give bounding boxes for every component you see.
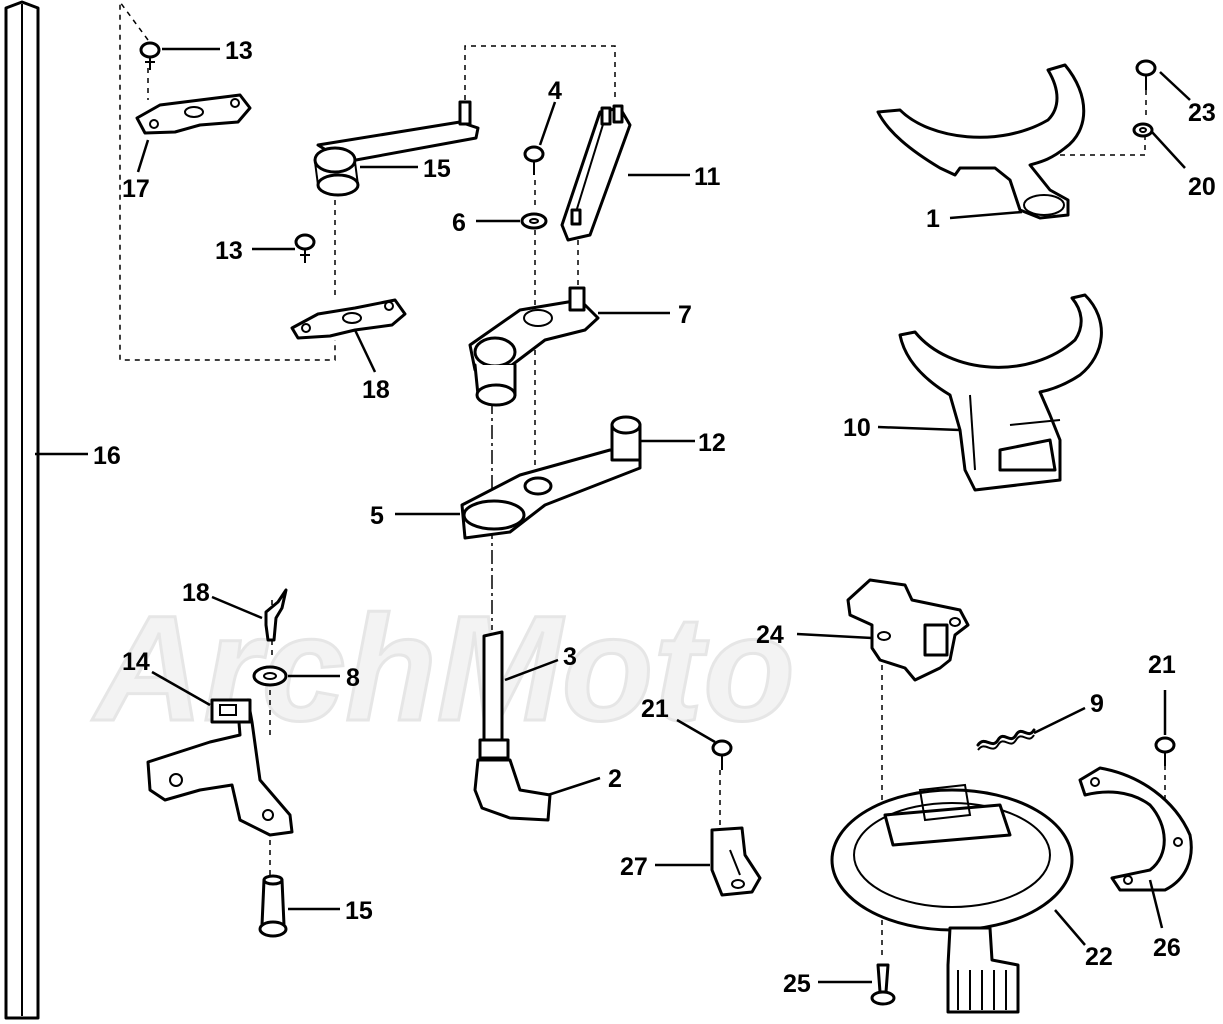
callout-26: 26 [1153,934,1181,962]
part-19-pin [264,588,288,642]
leader-lines [35,47,1191,984]
callout-21-center: 21 [641,695,669,723]
part-27-clip [710,826,762,897]
callout-1: 1 [926,205,940,233]
callout-24: 24 [756,621,784,649]
callout-labels: 13 17 15 13 18 4 6 11 7 12 5 16 18 8 14 … [93,37,1216,998]
part-1-ring [876,63,1086,220]
part-13-screw-lower [294,233,316,263]
callout-22: 22 [1085,943,1113,971]
callout-15: 15 [345,897,373,925]
part-10-bracket [898,293,1103,492]
part-18-clamp-lower [290,298,407,340]
part-25-screw [870,963,896,1006]
part-11-bracket [560,104,632,242]
part-3-shaft [478,630,510,760]
callout-19: 18 [182,579,210,607]
part-23-screw [1135,59,1157,90]
part-7-arm [468,286,600,407]
part-2-handle [473,758,552,822]
part-21-screw-right [1154,736,1176,766]
callout-20: 20 [1188,173,1216,201]
watermark-text: ArchMoto [91,584,795,752]
callout-4: 4 [548,77,562,105]
part-22-base-plate [830,783,1074,1014]
callout-3: 3 [563,643,577,671]
callout-10: 10 [843,414,871,442]
callout-12: 12 [698,429,726,457]
part-9-spring [976,728,1036,751]
callout-17: 16 [93,442,121,470]
watermark: ArchMoto [90,583,797,754]
part-16-lever [313,100,480,197]
callout-16: 15 [423,155,451,183]
part-6-washer [520,212,548,230]
callout-18-upper: 17 [122,175,150,203]
callout-14: 14 [122,648,150,676]
part-15-pin [258,874,288,938]
callout-13-upper: 13 [225,37,253,65]
part-24-switch [846,578,970,682]
part-26-clamp-arc [1078,766,1193,892]
part-4-screw [523,145,545,175]
part-14-bracket [146,698,294,837]
callout-21-right: 21 [1148,651,1176,679]
callout-25: 25 [783,970,811,998]
part-12-arm [460,415,642,540]
part-8-washer [252,665,288,687]
part-18-clamp-upper [135,93,252,135]
part-13-screw-upper [139,41,161,70]
callout-11: 11 [694,163,721,191]
part-20-washer [1132,122,1154,138]
callout-23: 23 [1188,99,1216,127]
callout-9: 9 [1090,690,1104,718]
callout-18-lower: 18 [362,376,390,404]
callout-8: 8 [346,664,360,692]
callout-13-lower: 13 [215,237,243,265]
callout-7: 7 [678,301,692,329]
callout-2: 2 [608,765,622,793]
callout-27: 27 [620,853,648,881]
part-21-screw-center [711,739,733,770]
callout-6: 6 [452,209,466,237]
callout-5: 5 [370,502,384,530]
part-17-shift-rod [4,0,40,1020]
